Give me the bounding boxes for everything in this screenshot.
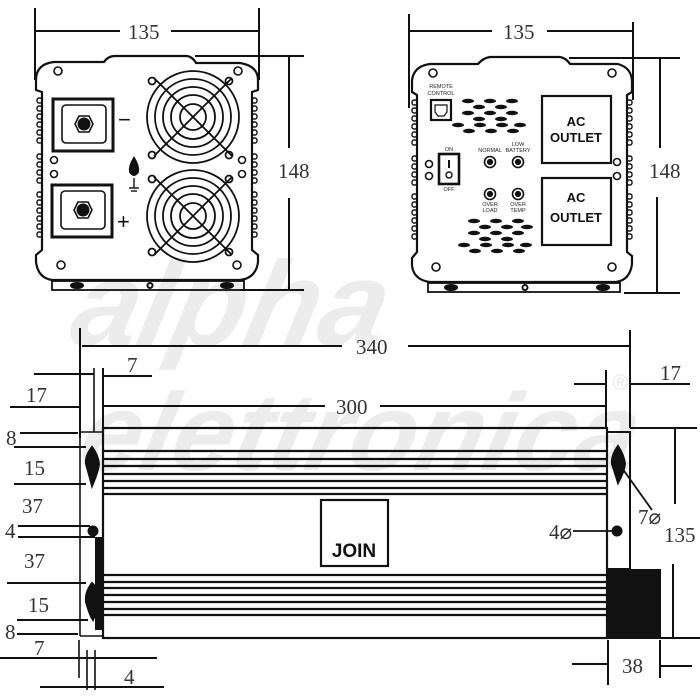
fan-grille-upper xyxy=(146,70,240,164)
height-dim-135: 135 xyxy=(664,523,696,547)
rear-view xyxy=(408,14,680,294)
right-mount-slot xyxy=(610,444,627,486)
left-dim-15-bottom: 15 xyxy=(28,593,49,617)
right-foot-block xyxy=(607,569,661,637)
ac-outlet-lower xyxy=(540,176,613,247)
right-offset-dim: 17 xyxy=(660,361,681,385)
outlet-upper-line1: AC xyxy=(567,114,586,129)
rear-fins-left xyxy=(411,99,418,240)
base-screw xyxy=(146,282,154,289)
overall-length-dim: 340 xyxy=(356,335,388,359)
led-low-battery-label-1: LOW xyxy=(512,142,525,148)
ground-terminal-icon xyxy=(128,156,140,192)
left-dim-37-bottom: 37 xyxy=(24,549,45,573)
watermark-elettronica: elettronica xyxy=(70,370,652,494)
vent-slots-lower xyxy=(458,218,533,254)
remote-control-port xyxy=(429,98,453,122)
left-dim-8-bottom: 8 xyxy=(5,620,16,644)
outlet-upper-line2: OUTLET xyxy=(550,130,602,145)
brand-logo-box xyxy=(319,498,390,568)
outlet-lower-line2: OUTLET xyxy=(550,210,602,225)
led-over-load-label-1: OVER xyxy=(482,202,498,208)
left-dim-leaders xyxy=(0,406,164,690)
positive-terminal xyxy=(50,183,114,239)
rear-width-dim: 135 xyxy=(503,20,535,44)
front-base-plate xyxy=(51,280,245,291)
led-over-temp-label-2: TEMP xyxy=(510,208,526,214)
switch-on-label: ON xyxy=(445,147,453,153)
led-normal-label: NORMAL xyxy=(478,148,502,154)
front-height-dim: 148 xyxy=(278,159,310,183)
base-screw xyxy=(220,282,234,289)
front-housing xyxy=(34,54,260,282)
left-mount-hole xyxy=(87,525,99,537)
lower-heatsink-fins xyxy=(103,573,607,617)
left-foot-block xyxy=(95,537,103,630)
fan-grille-lower xyxy=(146,169,240,263)
rear-base-plate xyxy=(427,282,621,293)
rear-housing xyxy=(410,55,634,284)
base-screw xyxy=(521,284,529,291)
leader-7-diameter xyxy=(621,467,653,511)
front-view: − + xyxy=(34,8,304,291)
remote-label-line2: CONTROL xyxy=(428,91,455,97)
side-view xyxy=(0,328,700,690)
watermark-alpha: alpha xyxy=(61,236,403,370)
left-dim-4: 4 xyxy=(5,519,16,543)
positive-sign: + xyxy=(117,209,130,234)
negative-terminal xyxy=(51,97,115,153)
rear-fins-right xyxy=(626,99,633,240)
status-leds xyxy=(483,155,525,201)
base-screw xyxy=(444,284,458,291)
switch-off-label: OFF xyxy=(444,187,456,193)
rear-screws xyxy=(424,68,622,272)
left-mount-slot-lower xyxy=(84,581,101,623)
left-dim-8-top: 8 xyxy=(6,426,17,450)
front-fins-right xyxy=(251,97,258,238)
bottom-dim-4: 4 xyxy=(124,665,135,689)
vent-slots-upper xyxy=(452,98,526,134)
outlet-lower-line1: AC xyxy=(567,190,586,205)
watermark-registered: ® xyxy=(612,370,629,395)
power-switch xyxy=(437,152,461,186)
upper-heatsink-fins xyxy=(103,449,607,496)
body-length-dim: 300 xyxy=(336,395,368,419)
front-screws xyxy=(49,66,247,270)
led-over-load-label-2: LOAD xyxy=(483,208,498,214)
left-mount-slot-upper xyxy=(84,445,101,490)
ac-outlet-upper xyxy=(540,94,613,165)
base-screw xyxy=(70,282,84,289)
flange-dim-top: 7 xyxy=(127,353,138,377)
remote-label-line1: REMOTE xyxy=(429,84,453,90)
rear-height-dim: 148 xyxy=(649,159,681,183)
base-screw xyxy=(596,284,610,291)
left-dim-37-top: 37 xyxy=(22,494,43,518)
led-low-battery-label-2: BATTERY xyxy=(506,148,531,154)
front-width-dim: 135 xyxy=(128,20,160,44)
brand-logo-join: JOIN xyxy=(332,541,376,562)
left-dim-17: 17 xyxy=(26,383,47,407)
left-dim-7-bottom: 7 xyxy=(34,636,45,660)
foot-width-dim: 38 xyxy=(622,654,643,678)
left-dim-15-top: 15 xyxy=(24,456,45,480)
front-fins-left xyxy=(36,97,43,238)
hole-large-dim: 7⌀ xyxy=(638,505,661,529)
negative-sign: − xyxy=(118,107,131,132)
led-over-temp-label-1: OVER xyxy=(510,202,526,208)
watermark: alpha elettronica ® xyxy=(61,236,652,494)
hole-small-dim: 4⌀ xyxy=(549,520,572,544)
